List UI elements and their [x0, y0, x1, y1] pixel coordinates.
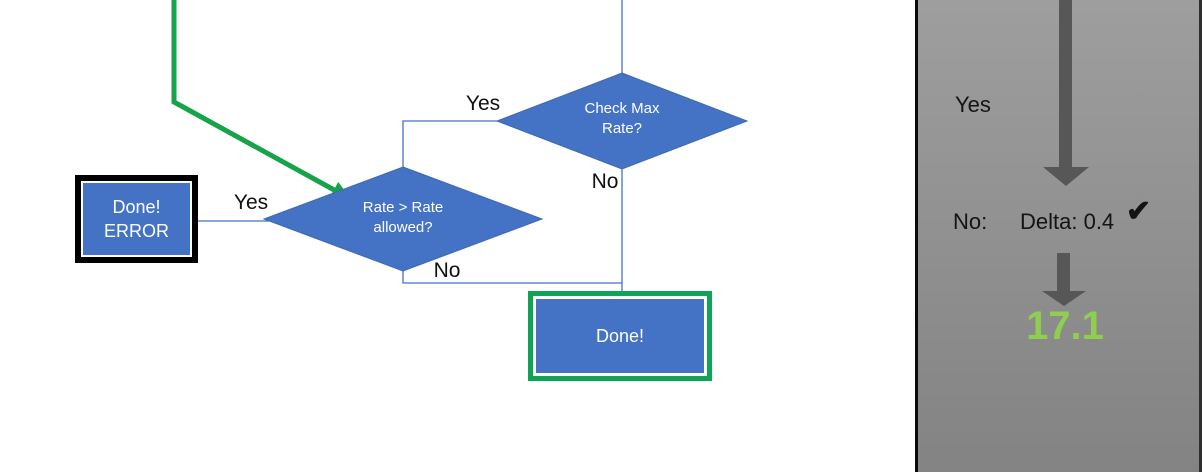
rate-allowed-diamond — [262, 166, 544, 272]
check-max-diamond-label: Check Max Rate? — [584, 100, 660, 137]
panel-arrow-1-head — [1043, 167, 1089, 186]
rate-yes-label: Yes — [233, 191, 269, 214]
green-flow-arrow — [171, 0, 352, 200]
connector-check-max-yes — [402, 120, 497, 167]
rate-diamond-label: Rate > Rate allowed? — [362, 199, 444, 236]
rate-no-label: No — [433, 259, 461, 282]
done-error-box: Done! ERROR — [75, 175, 198, 263]
results-panel — [915, 0, 1202, 472]
panel-arrow-1-shaft — [1059, 0, 1072, 168]
panel-yes-label: Yes — [955, 92, 991, 117]
panel-delta-value: Delta: 0.4 — [1020, 209, 1115, 234]
panel-arrows — [1042, 0, 1089, 306]
check-max-no-label: No — [591, 170, 619, 193]
check-max-rate-diamond — [495, 72, 749, 170]
done-error-line2: ERROR — [103, 221, 169, 241]
done-box-fill: Done! — [536, 299, 704, 373]
check-max-yes-label: Yes — [465, 92, 501, 115]
done-error-line1: Done! — [112, 197, 161, 217]
panel-arrow-2-head — [1042, 291, 1086, 306]
connector-rate-no — [402, 271, 622, 284]
panel-result-value: 17.1 — [1026, 304, 1104, 348]
panel-no-label: No: — [953, 209, 988, 234]
done-box-label: Done! — [595, 326, 645, 346]
checkmark-icon: ✔ — [1126, 195, 1152, 228]
done-box: Done! — [528, 291, 712, 381]
blue-connector-lines — [198, 0, 623, 291]
done-error-box-fill: Done! ERROR — [83, 183, 190, 255]
panel-arrow-2-shaft — [1057, 253, 1070, 292]
